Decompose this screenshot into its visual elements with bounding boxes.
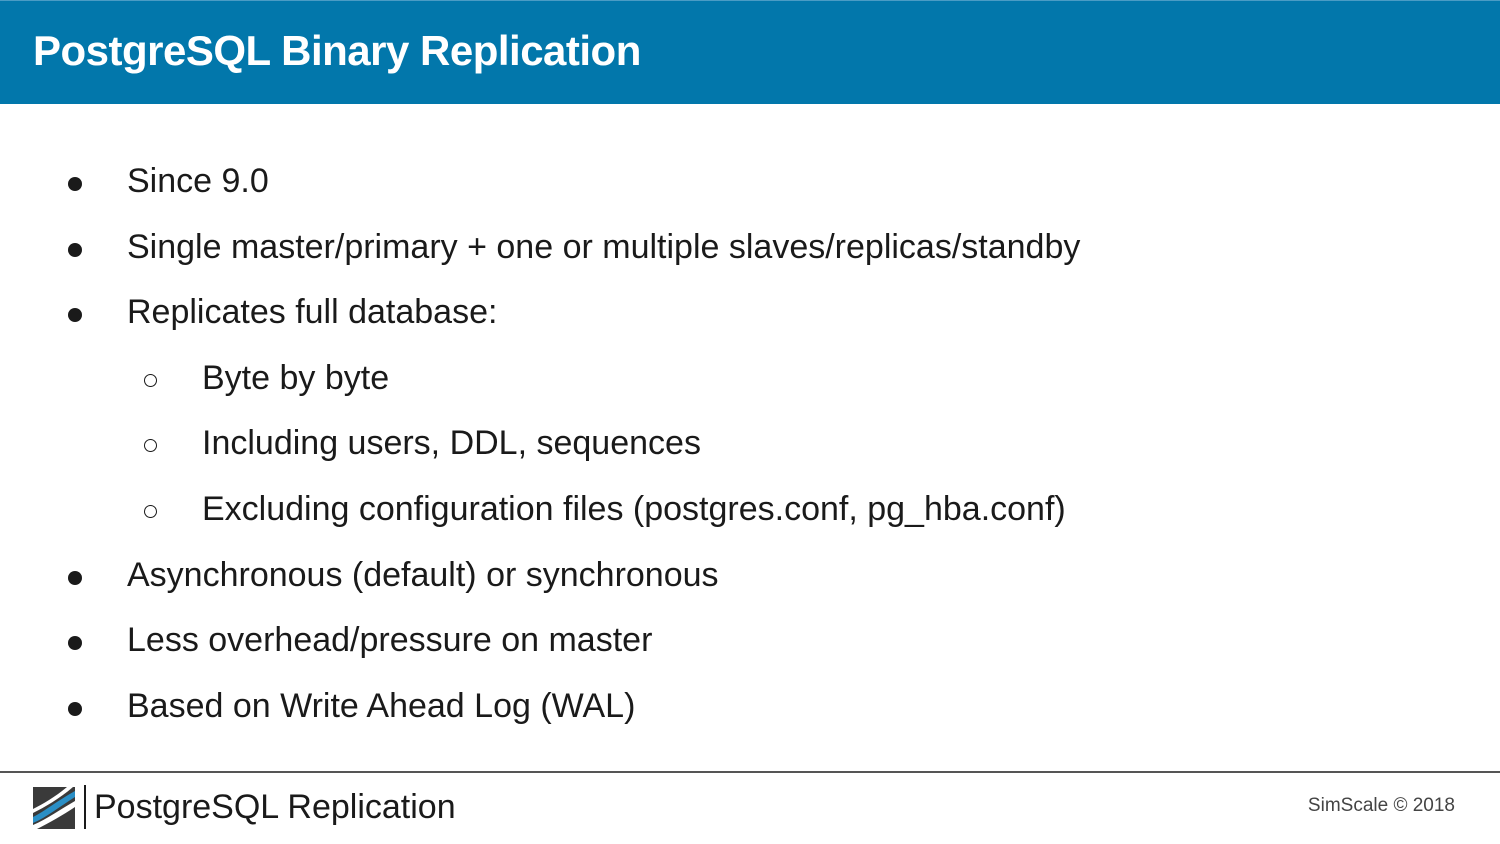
list-item: Asynchronous (default) or synchronous	[127, 556, 719, 594]
bullet-dot-icon	[68, 622, 82, 662]
footer-presentation-title: PostgreSQL Replication	[94, 788, 456, 826]
bullet-dot-icon	[68, 229, 82, 269]
sub-list-item: Byte by byte	[202, 359, 390, 397]
sub-list-item: Excluding configuration files (postgres.…	[202, 490, 1066, 528]
footer-vertical-divider	[84, 785, 86, 829]
simscale-logo-icon	[33, 787, 75, 829]
bullet-dot-icon	[68, 294, 82, 334]
sub-bullet-circle-icon	[144, 425, 157, 465]
sub-bullet-circle-icon	[144, 360, 157, 400]
list-item: Single master/primary + one or multiple …	[127, 228, 1081, 266]
slide-content: Since 9.0 Single master/primary + one or…	[0, 0, 1500, 770]
footer-divider-line	[0, 771, 1500, 773]
title-bar: PostgreSQL Binary Replication	[0, 0, 1500, 104]
list-item: Less overhead/pressure on master	[127, 621, 653, 659]
bullet-dot-icon	[68, 163, 82, 203]
footer-copyright: SimScale © 2018	[1307, 795, 1455, 816]
bullet-dot-icon	[68, 557, 82, 597]
sub-list-item: Including users, DDL, sequences	[202, 424, 701, 462]
list-item: Replicates full database:	[127, 293, 498, 331]
list-item: Based on Write Ahead Log (WAL)	[127, 687, 636, 725]
bullet-dot-icon	[68, 688, 82, 728]
sub-bullet-circle-icon	[144, 491, 157, 531]
slide-title: PostgreSQL Binary Replication	[33, 27, 641, 74]
list-item: Since 9.0	[127, 162, 269, 200]
